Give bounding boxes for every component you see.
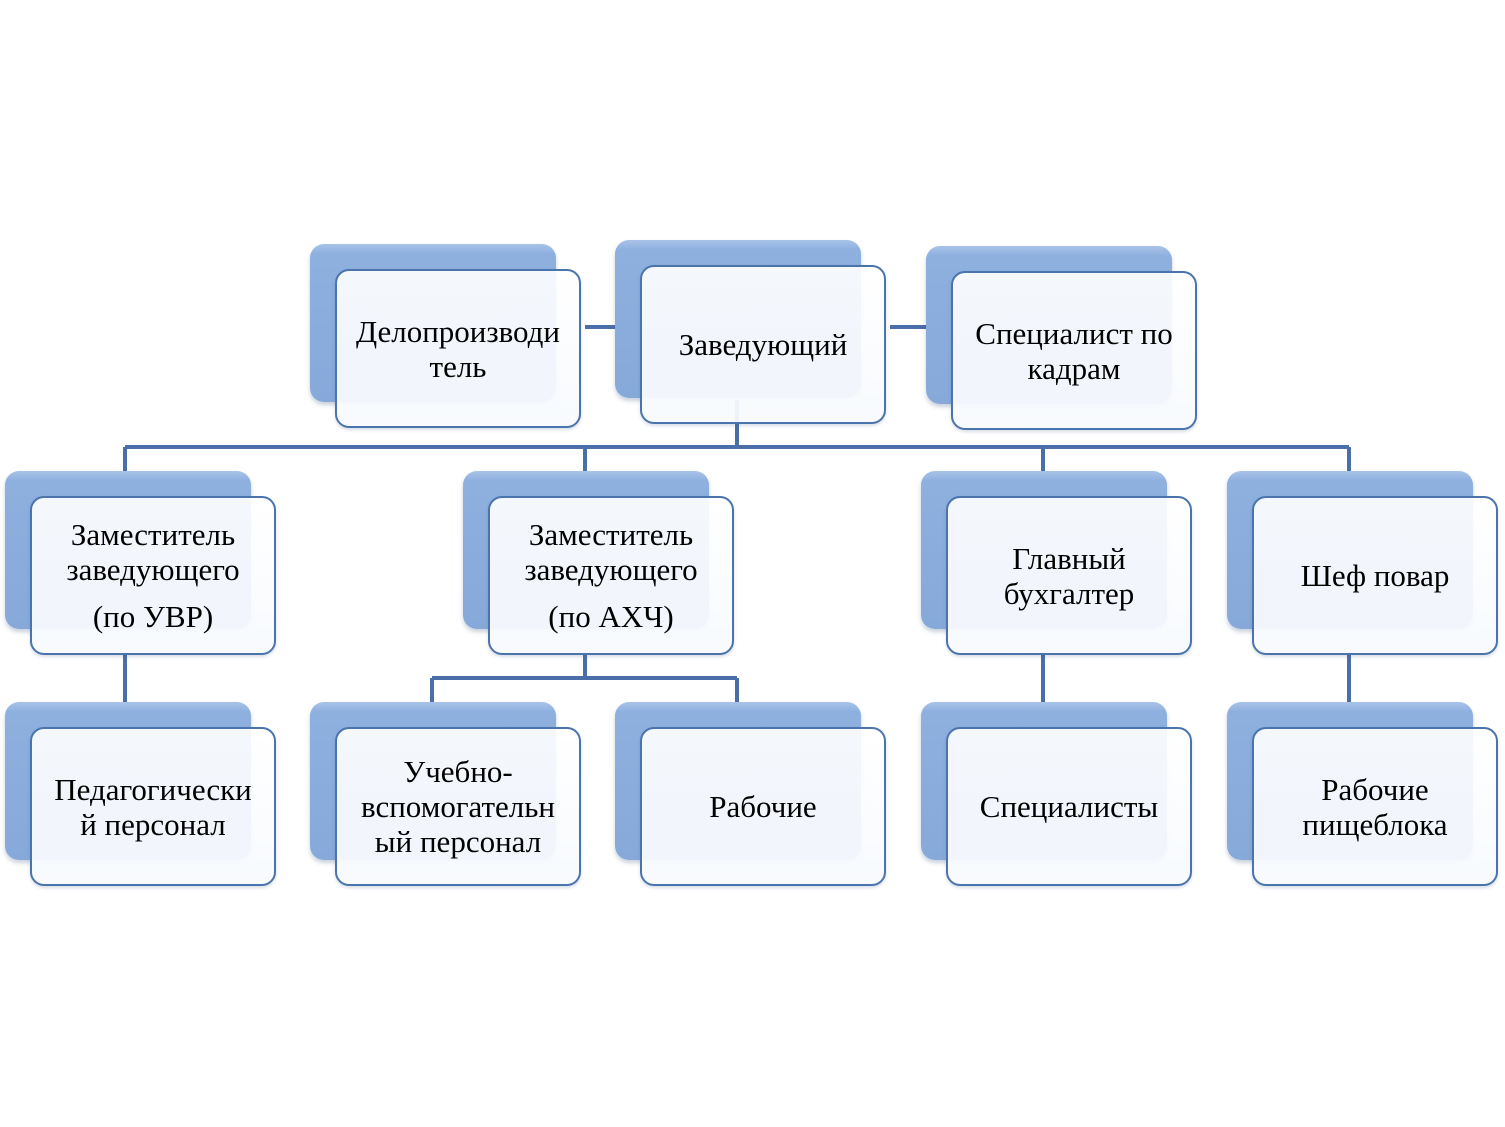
node-clerk: Делопроизводи тель [310, 244, 585, 434]
node-kitchen-workers-label: Рабочие пищеблока [1302, 772, 1447, 842]
node-box: Специалист по кадрам [951, 271, 1197, 430]
node-chief-accountant-label: Главный бухгалтер [1004, 541, 1135, 611]
node-box: Учебно- вспомогательн ый персонал [335, 727, 581, 886]
label-line: Специалист по [975, 315, 1173, 351]
label-line: ый персонал [374, 824, 542, 859]
label-line: Рабочие [709, 789, 817, 824]
node-box: Шеф повар [1252, 496, 1498, 655]
node-box: Заведующий [640, 265, 886, 424]
label-line: Педагогически [54, 771, 252, 807]
node-kitchen-workers: Рабочие пищеблока [1227, 702, 1502, 892]
node-hr: Специалист по кадрам [926, 246, 1201, 436]
node-box: Специалисты [946, 727, 1192, 886]
node-box: Главный бухгалтер [946, 496, 1192, 655]
label-line: Учебно- [403, 754, 513, 789]
label-line: пищеблока [1302, 806, 1448, 842]
node-deputy-ahch: Заместитель заведующего (по АХЧ) [463, 471, 738, 661]
node-teaching-staff-label: Педагогически й персонал [54, 772, 252, 842]
node-specialists-label: Специалисты [980, 789, 1158, 824]
label-line: Шеф повар [1300, 558, 1450, 593]
label-subtitle: (по АХЧ) [548, 599, 674, 634]
label-line: Заместитель [528, 517, 694, 552]
label-subtitle: (по УВР) [92, 599, 214, 634]
node-box: Педагогически й персонал [30, 727, 276, 886]
label-line: й персонал [80, 806, 226, 842]
label-line: кадрам [1027, 350, 1121, 386]
node-box: Рабочие пищеблока [1252, 727, 1498, 886]
node-chief-accountant: Главный бухгалтер [921, 471, 1196, 661]
node-head-label: Заведующий [679, 327, 848, 362]
label-line: вспомогательн [360, 789, 555, 824]
node-deputy-uvr-label: Заместитель заведующего (по УВР) [66, 517, 239, 634]
node-teaching-staff: Педагогически й персонал [5, 702, 280, 892]
node-chef: Шеф повар [1227, 471, 1502, 661]
label-line: заведующего [66, 552, 240, 587]
label-line: Заместитель [70, 517, 236, 552]
node-chef-label: Шеф повар [1301, 558, 1450, 593]
label-line: Делопроизводи [355, 313, 561, 349]
node-head: Заведующий [615, 240, 890, 430]
node-support-staff: Учебно- вспомогательн ый персонал [310, 702, 585, 892]
node-specialists: Специалисты [921, 702, 1196, 892]
node-workers: Рабочие [615, 702, 890, 892]
node-box: Заместитель заведующего (по УВР) [30, 496, 276, 655]
node-workers-label: Рабочие [709, 789, 816, 824]
node-hr-label: Специалист по кадрам [975, 316, 1172, 386]
label-line: Рабочие [1321, 771, 1429, 807]
node-clerk-label: Делопроизводи тель [356, 314, 560, 384]
node-box: Заместитель заведующего (по АХЧ) [488, 496, 734, 655]
node-box: Рабочие [640, 727, 886, 886]
label-line: Специалисты [979, 789, 1159, 824]
label-line: заведующего [524, 552, 698, 587]
node-box: Делопроизводи тель [335, 269, 581, 428]
label-line: Заведующий [678, 327, 848, 362]
label-line: тель [429, 348, 487, 384]
label-line: бухгалтер [1003, 575, 1135, 611]
node-support-staff-label: Учебно- вспомогательн ый персонал [361, 754, 555, 859]
node-deputy-uvr: Заместитель заведующего (по УВР) [5, 471, 280, 661]
node-deputy-ahch-label: Заместитель заведующего (по АХЧ) [524, 517, 697, 634]
label-line: Главный [1012, 540, 1126, 576]
